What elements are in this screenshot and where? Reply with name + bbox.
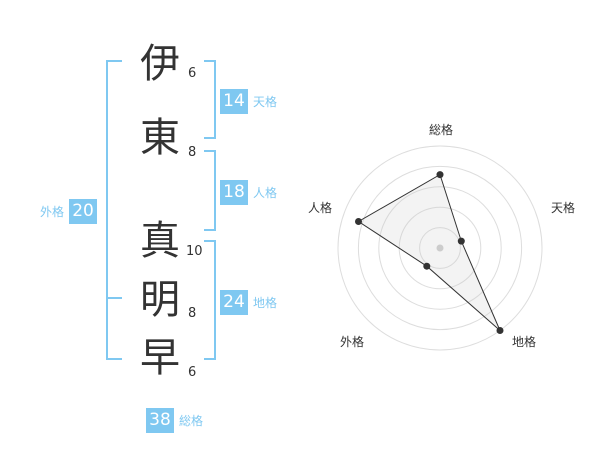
chikaku-value: 24 — [220, 290, 248, 315]
tenkaku-bracket — [204, 60, 216, 139]
radar-ring-3 — [378, 186, 502, 310]
radar-ring-1 — [419, 227, 461, 269]
radar-point-soukaku — [436, 171, 444, 179]
radar-point-chikaku — [496, 327, 504, 334]
tenkaku-label: 天格 — [253, 95, 278, 109]
radar-point-gaikaku — [423, 262, 431, 270]
gaikaku-bracket — [106, 60, 122, 360]
jinkaku-bracket — [204, 150, 216, 231]
radar-axis-label-soukaku: 総格 — [428, 123, 453, 137]
chikaku-badge: 24 地格 — [220, 290, 277, 315]
radar-point-tenkaku — [457, 237, 465, 245]
name-char-2: 東 — [140, 115, 180, 161]
radar-ring-5 — [337, 145, 543, 351]
chikaku-label: 地格 — [253, 296, 278, 310]
tenkaku-value: 14 — [220, 89, 248, 114]
gaikaku-label: 外格 — [40, 205, 65, 219]
name-char-1: 伊 — [140, 41, 180, 87]
radar-axis-label-tenkaku: 天格 — [550, 201, 575, 215]
radar-series-polygon — [357, 173, 501, 331]
radar-axis-label-gaikaku: 外格 — [339, 335, 364, 349]
gaikaku-bracket-mid-tick — [106, 297, 122, 299]
jinkaku-label: 人格 — [253, 186, 278, 200]
radar-axis-label-jinkaku: 人格 — [307, 201, 332, 215]
chikaku-bracket — [204, 240, 216, 360]
stroke-count-5: 6 — [188, 365, 197, 380]
soukaku-value: 38 — [146, 408, 174, 433]
stroke-count-4: 8 — [188, 306, 197, 321]
tenkaku-badge: 14 天格 — [220, 89, 277, 114]
gaikaku-badge: 20 外格 — [40, 199, 98, 224]
stroke-count-3: 10 — [186, 244, 203, 259]
radar-ring-4 — [357, 165, 523, 331]
radar-center-dot — [436, 244, 444, 252]
soukaku-badge: 38 総格 — [146, 408, 203, 433]
name-char-5: 早 — [140, 335, 180, 381]
gaikaku-value: 20 — [69, 199, 98, 224]
radar-axis-label-chikaku: 地格 — [511, 335, 536, 349]
soukaku-label: 総格 — [179, 414, 204, 428]
name-char-3: 真 — [140, 218, 180, 264]
jinkaku-badge: 18 人格 — [220, 180, 277, 205]
stroke-count-1: 6 — [188, 66, 197, 81]
jinkaku-value: 18 — [220, 180, 248, 205]
name-char-4: 明 — [140, 277, 180, 323]
stroke-count-2: 8 — [188, 145, 197, 160]
radar-point-jinkaku — [355, 218, 362, 225]
